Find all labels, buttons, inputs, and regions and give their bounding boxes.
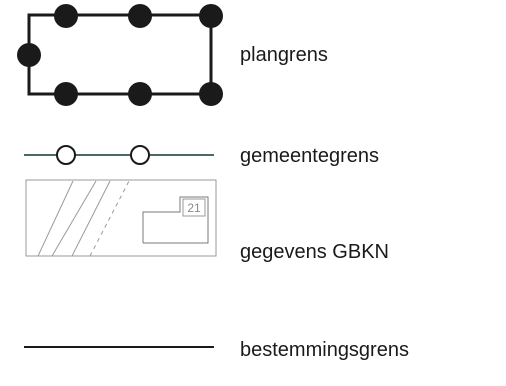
gbkn-house-number: 21 [187, 201, 201, 215]
plangrens-node [128, 4, 152, 28]
gbkn-label: gegevens GBKN [240, 241, 389, 263]
plangrens-node [199, 4, 223, 28]
bestemmingsgrens-label: bestemmingsgrens [240, 339, 409, 361]
gbkn-number-box [182, 198, 206, 217]
plangrens-symbol [17, 4, 223, 106]
gbkn-hatch [89, 180, 130, 257]
plangrens-node [128, 82, 152, 106]
gbkn-hatch [71, 180, 111, 257]
gbkn-hatch [37, 180, 74, 257]
gbkn-hatch [51, 180, 97, 257]
plangrens-label: plangrens [240, 44, 328, 66]
gbkn-frame [25, 179, 217, 257]
plangrens-node [54, 82, 78, 106]
plangrens-node [17, 43, 41, 67]
gbkn-building [142, 196, 209, 244]
plangrens-node [199, 82, 223, 106]
gemeentegrens-marker [130, 145, 150, 165]
gbkn-symbol: 21 [25, 179, 217, 257]
gemeentegrens-symbol [24, 145, 214, 165]
plangrens-boundary-line [27, 13, 213, 96]
gemeentegrens-marker [56, 145, 76, 165]
gemeentegrens-label: gemeentegrens [240, 145, 379, 167]
plangrens-node [54, 4, 78, 28]
